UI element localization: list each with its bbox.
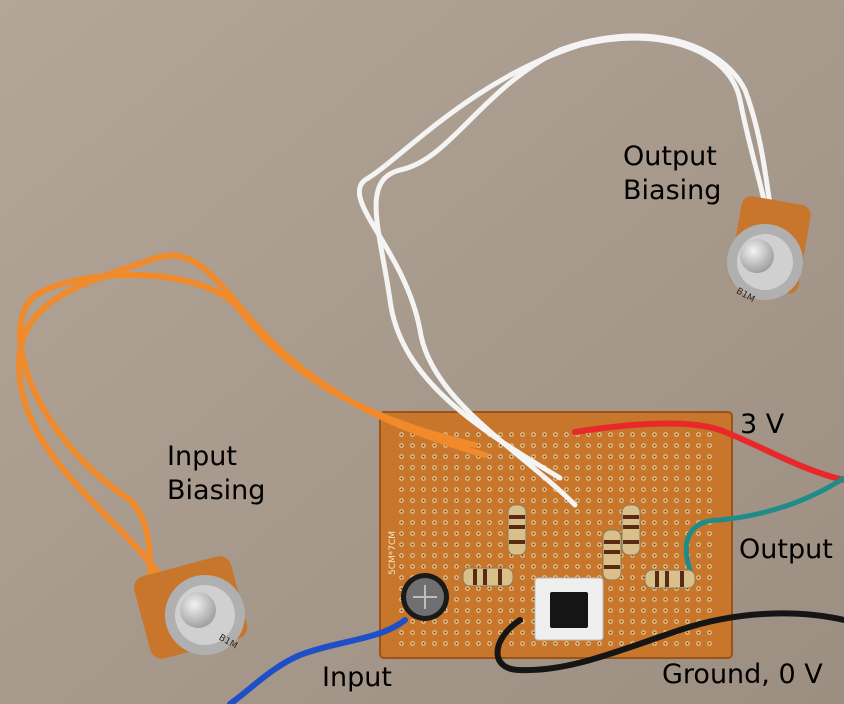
label-input: Input (322, 662, 392, 693)
electrolytic-capacitor (401, 573, 449, 621)
label-input-biasing: Input Biasing (167, 441, 266, 506)
orange-wire-pair (16, 252, 488, 578)
label-output-biasing: Output Biasing (623, 141, 722, 206)
output-potentiometer: B1M (727, 196, 811, 305)
board-silkscreen: 5CM*7CM (388, 531, 398, 575)
label-ground: Ground, 0 V (662, 659, 823, 690)
label-supply-3v: 3 V (740, 409, 785, 440)
teal-wire (683, 475, 844, 573)
label-output: Output (739, 534, 833, 565)
black-wire (494, 610, 844, 674)
resistor-bands (473, 515, 684, 587)
perfboard: 5CM*7CM (379, 411, 733, 659)
blue-wire (227, 617, 408, 704)
ic-socket (534, 577, 604, 641)
white-wire-pair (356, 33, 773, 508)
input-potentiometer: B1M (134, 556, 248, 659)
red-wire (572, 420, 844, 483)
